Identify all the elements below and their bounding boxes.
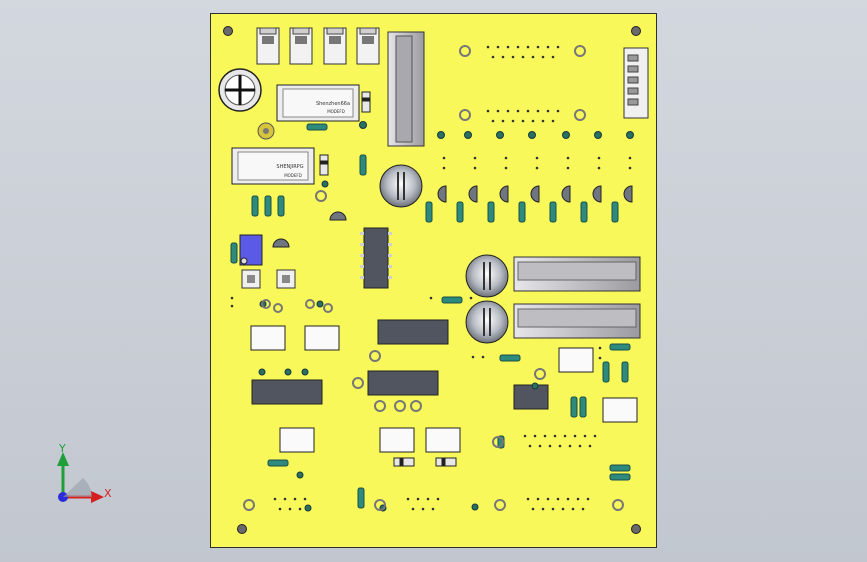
ic-pins: [360, 232, 392, 279]
potentiometer: [239, 234, 263, 266]
dip-ics: [251, 227, 549, 410]
electrolytic-capacitors: [379, 164, 509, 344]
axis-triad: Y X: [57, 442, 112, 503]
side-connector: [623, 47, 649, 119]
jumpers: [241, 269, 296, 289]
y-axis-label: Y: [58, 442, 66, 455]
relay-2-sublabel: MODEFD: [284, 173, 302, 178]
mounting-holes: [223, 26, 641, 534]
relay-2-label: SHENJIRPG: [276, 164, 303, 170]
relay-1-sublabel: MODEFD: [327, 109, 345, 114]
buzzer: [257, 122, 275, 140]
heatsink-vertical: [387, 31, 425, 147]
solder-rings: [243, 45, 624, 511]
heatsink-horizontal: [513, 256, 641, 339]
relay-1: Shenzhen66a MODEFD: [276, 84, 360, 122]
optocouplers: [250, 325, 638, 453]
diodes: [319, 91, 457, 467]
header-dots: [230, 45, 632, 511]
electrolytic-capacitor-large: [218, 68, 262, 112]
transistors: [272, 185, 633, 248]
pcb-board[interactable]: Shenzhen66a MODEFD SHENJIRPG MODEFD: [210, 13, 657, 548]
relay-2: SHENJIRPG MODEFD: [231, 147, 315, 185]
top-connectors: [256, 27, 380, 65]
resistors: [230, 123, 631, 509]
x-axis-label: X: [104, 487, 112, 500]
relay-1-label: Shenzhen66a: [316, 101, 350, 107]
